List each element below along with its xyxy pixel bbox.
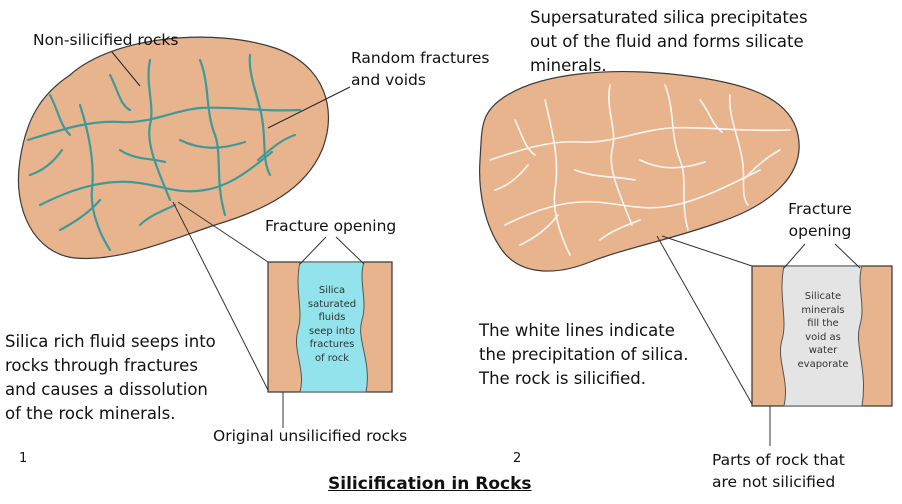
inset-2-silicate <box>780 265 865 407</box>
leader-fracture-opening-1b <box>335 236 365 265</box>
leader-random-fractures <box>267 86 351 129</box>
panel-2-description-top-line-2: out of the fluid and forms silicate <box>530 32 804 51</box>
label-random-fractures-line-1: Random fractures <box>351 49 490 67</box>
rock-2-silica-veins <box>489 84 791 256</box>
inset-1-text-line-1: Silica <box>318 285 346 296</box>
panel-2-description-top: Supersaturated silica precipitates out o… <box>530 6 808 78</box>
label-random-fractures: Random fractures and voids <box>351 47 490 91</box>
inset-2-text-line-2: minerals <box>801 304 845 316</box>
rock-1 <box>17 36 351 391</box>
panel-2-number: 2 <box>513 451 522 466</box>
inset-1-text-line-5: fractures <box>309 339 355 350</box>
panel-2-description-line-1: The white lines indicate <box>479 321 675 340</box>
label-parts-not-silicified-line-2: are not silicified <box>712 473 836 491</box>
label-fracture-opening-1: Fracture opening <box>265 217 397 235</box>
inset-1-fluid <box>296 261 368 393</box>
rock-1-fractures <box>26 53 302 252</box>
panel-2-description: The white lines indicate the precipitati… <box>479 319 688 391</box>
panel-1-description: Silica rich fluid seeps into rocks throu… <box>5 330 216 426</box>
inset-2 <box>751 243 893 446</box>
panel-1-description-line-3: and causes a dissolution <box>5 380 208 399</box>
label-original-unsilicified: Original unsilicified rocks <box>213 427 408 445</box>
panel-1-number: 1 <box>19 451 28 466</box>
zoom-line-1a <box>172 201 269 391</box>
label-fracture-opening-2: Fracture opening <box>770 198 870 242</box>
leader-fracture-opening-2b <box>834 243 861 269</box>
panel-1-description-line-1: Silica rich fluid seeps into <box>5 332 216 351</box>
panel-2-description-line-2: the precipitation of silica. <box>479 345 689 364</box>
inset-2-text: Silicate minerals fill the void as water… <box>785 290 861 371</box>
inset-1-text-line-4: seep into <box>308 325 356 337</box>
leader-fracture-opening-1a <box>299 236 327 265</box>
label-parts-not-silicified: Parts of rock that are not silicified <box>712 449 845 493</box>
inset-2-text-line-4: void as <box>805 331 841 343</box>
panel-2-description-line-3: The rock is silicified. <box>479 369 647 388</box>
zoom-line-2a <box>656 235 753 405</box>
inset-2-text-line-6: evaporate <box>797 358 849 370</box>
inset-1 <box>267 236 393 428</box>
leader-fracture-opening-2a <box>783 243 806 269</box>
zoom-line-2b <box>661 235 753 267</box>
label-random-fractures-line-2: and voids <box>351 71 426 89</box>
label-fracture-opening-2-line-2: opening <box>788 222 852 240</box>
inset-1-text: Silica saturated fluids seep into fractu… <box>301 284 363 365</box>
inset-2-text-line-1: Silicate <box>804 291 842 302</box>
panel-2-description-top-line-3: minerals. <box>530 56 607 75</box>
inset-1-text-line-6: of rock <box>314 352 350 364</box>
panel-1-description-line-2: rocks through fractures <box>5 356 198 375</box>
label-non-silicified: Non-silicified rocks <box>33 31 179 49</box>
panel-1-description-line-4: of the rock minerals. <box>5 404 176 423</box>
rock-2 <box>479 71 800 405</box>
rock-2-body <box>479 71 800 272</box>
inset-1-text-line-3: fluids <box>318 312 346 323</box>
inset-1-text-line-2: saturated <box>307 298 357 310</box>
label-parts-not-silicified-line-1: Parts of rock that <box>712 451 845 469</box>
panel-2-description-top-line-1: Supersaturated silica precipitates <box>530 8 808 27</box>
label-fracture-opening-2-line-1: Fracture <box>788 200 852 218</box>
inset-2-text-line-5: water <box>808 345 838 356</box>
leader-non-silicified <box>111 51 141 87</box>
zoom-line-1b <box>177 201 269 263</box>
inset-2-text-line-3: fill the <box>807 318 839 329</box>
diagram-title: Silicification in Rocks <box>328 474 532 494</box>
